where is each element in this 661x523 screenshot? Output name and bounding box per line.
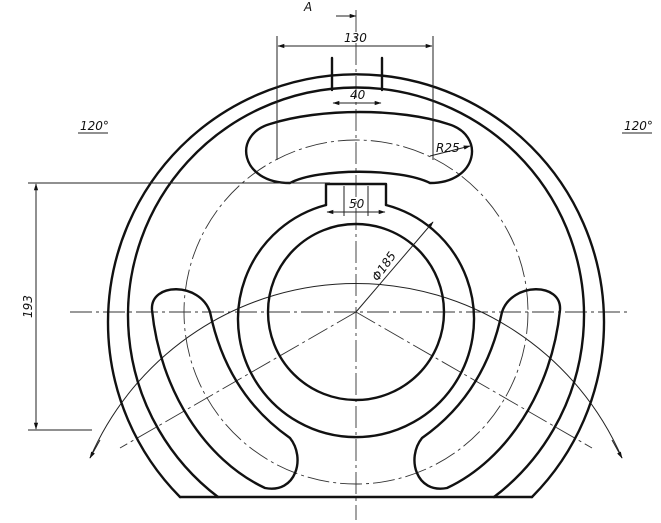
right-slot [413,288,562,490]
bore [266,222,446,402]
angle-arrow-left [89,439,101,459]
dim-130-label: 130 [344,31,367,45]
second-contour [126,86,586,499]
dim-r25-leader [429,145,471,157]
top-slot [244,110,474,185]
dim-193-label: 193 [21,295,35,318]
dim-phi185-leader [355,221,434,313]
pitch-circle [183,139,529,485]
view-label: А [303,0,312,14]
outer-reference-arc [89,283,623,459]
key-block [324,182,388,207]
dim-40-label: 40 [350,88,366,102]
radial-centerline-left [119,311,357,449]
angle-left-label: 120° [80,119,109,133]
hub-outer [236,203,476,439]
left-slot [150,288,299,490]
dim-50-label: 50 [349,197,365,211]
angle-right-label: 120° [624,119,653,133]
angle-arrow-right [611,439,623,459]
dim-r25-label: R25 [436,141,460,155]
radial-centerline-right [355,311,593,449]
outer-contour [106,73,606,499]
